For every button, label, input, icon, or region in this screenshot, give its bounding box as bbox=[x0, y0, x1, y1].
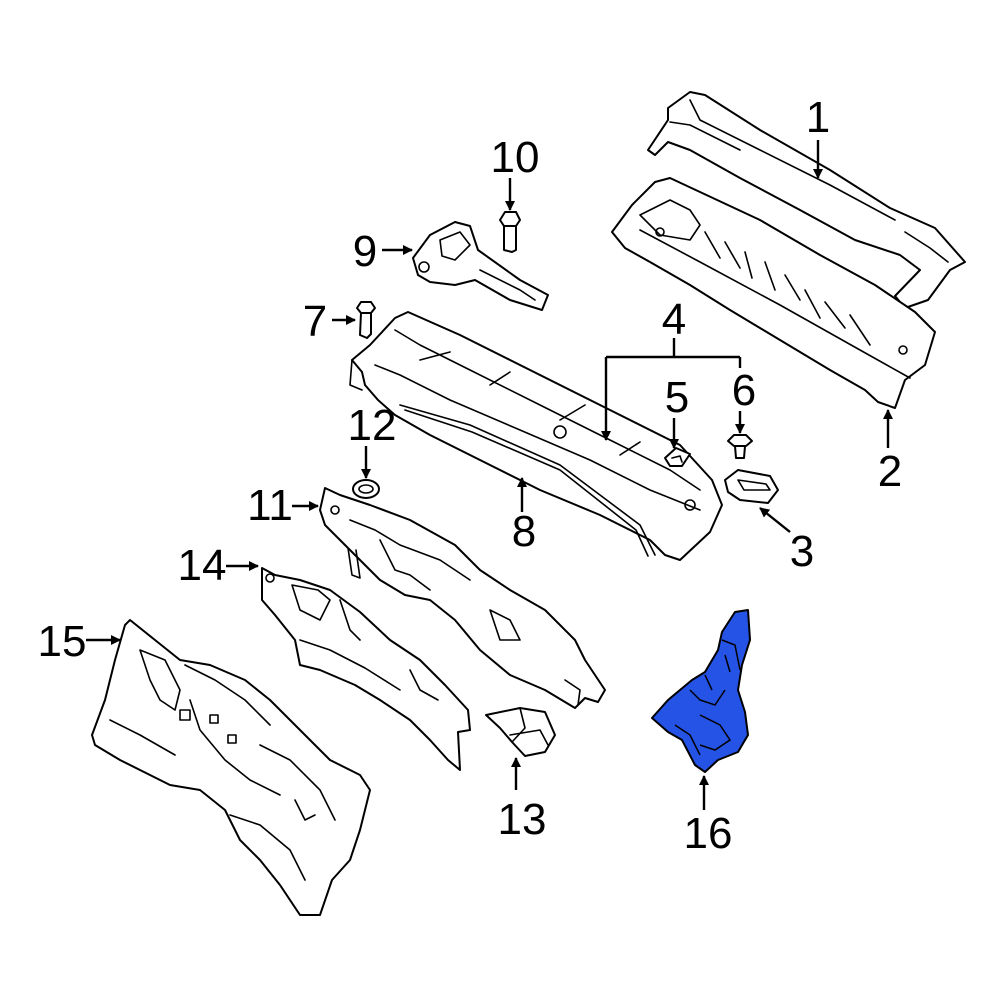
part-12-plug[interactable] bbox=[352, 479, 380, 499]
callout-8[interactable]: 8 bbox=[512, 507, 536, 556]
callout-3[interactable]: 3 bbox=[790, 527, 814, 576]
part-9-bracket[interactable] bbox=[412, 221, 549, 311]
part-7-bolt[interactable] bbox=[356, 301, 376, 339]
part-11-dash-reinforcement[interactable] bbox=[319, 487, 606, 709]
part-15-dash-insulator-large[interactable] bbox=[91, 619, 371, 916]
callout-7[interactable]: 7 bbox=[303, 297, 327, 346]
part-6-push-pin[interactable] bbox=[727, 434, 753, 459]
part-3-grommet[interactable] bbox=[724, 469, 779, 504]
callout-6[interactable]: 6 bbox=[732, 366, 756, 415]
callout-14[interactable]: 14 bbox=[178, 541, 227, 590]
leader-lines bbox=[86, 140, 893, 810]
callout-13[interactable]: 13 bbox=[498, 795, 547, 844]
callout-labels: 1 2 3 4 5 6 7 8 9 10 11 12 13 14 15 16 bbox=[38, 93, 903, 858]
part-14-dash-insulator[interactable] bbox=[261, 567, 471, 771]
part-10-bolt[interactable] bbox=[499, 211, 521, 253]
callout-5[interactable]: 5 bbox=[665, 373, 689, 422]
callout-16[interactable]: 16 bbox=[684, 809, 733, 858]
callout-2[interactable]: 2 bbox=[878, 447, 902, 496]
part-5-clip[interactable] bbox=[664, 447, 691, 467]
callout-4[interactable]: 4 bbox=[662, 295, 686, 344]
leader-3 bbox=[759, 507, 791, 533]
part-13-bracket[interactable] bbox=[485, 707, 556, 757]
part-4-cowl-panel-assembly[interactable] bbox=[349, 311, 723, 561]
part-1-cowl-top-panel[interactable] bbox=[647, 91, 966, 309]
leader-4 bbox=[606, 338, 740, 440]
callout-9[interactable]: 9 bbox=[353, 227, 377, 276]
callout-10[interactable]: 10 bbox=[491, 133, 540, 182]
callout-12[interactable]: 12 bbox=[348, 401, 397, 450]
callout-1[interactable]: 1 bbox=[806, 93, 830, 142]
callout-11[interactable]: 11 bbox=[247, 481, 293, 530]
part-16-insulator-highlighted[interactable] bbox=[651, 609, 751, 773]
part-8-seal-strip[interactable] bbox=[399, 404, 656, 557]
callout-15[interactable]: 15 bbox=[38, 617, 87, 666]
part-2-cowl-lower-panel[interactable] bbox=[611, 177, 936, 409]
